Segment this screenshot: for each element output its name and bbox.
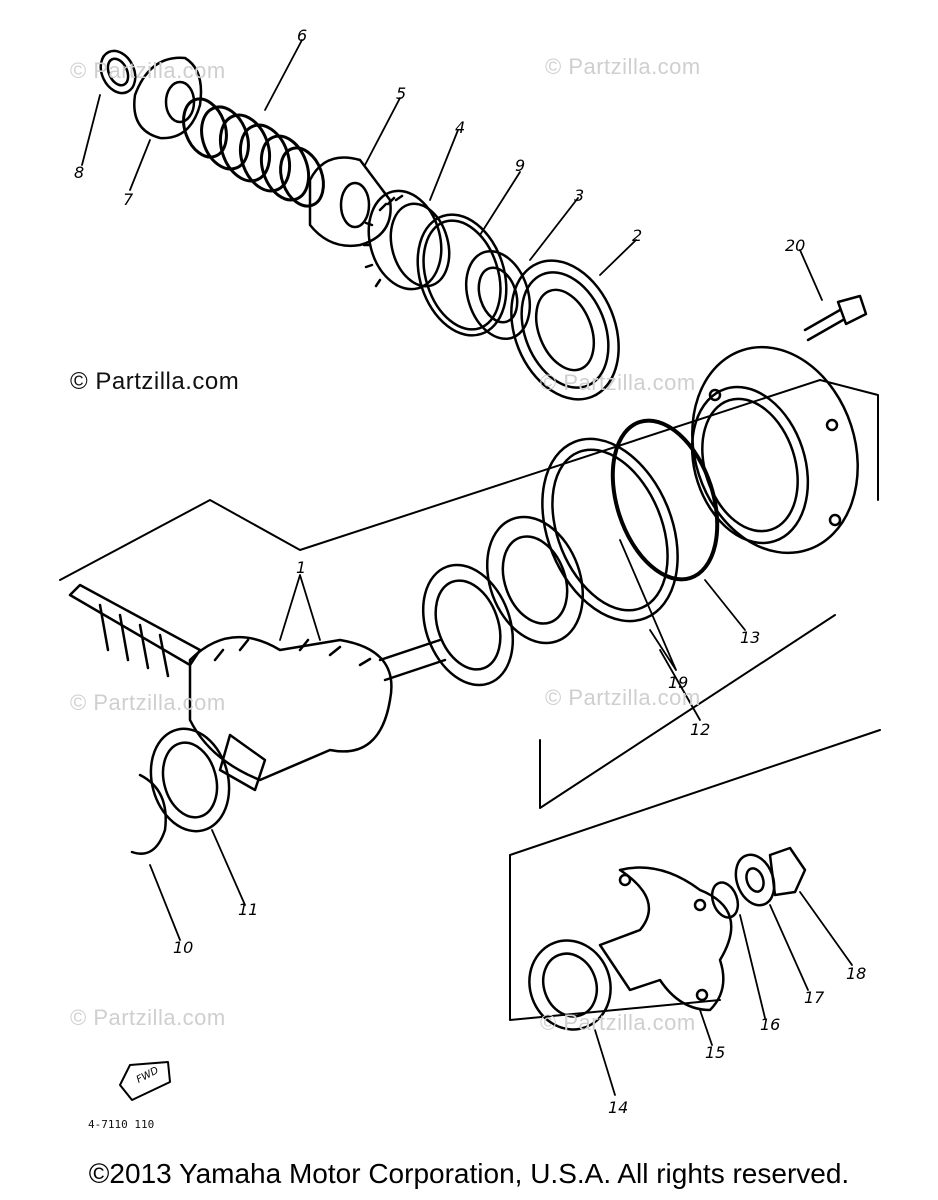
watermark: © Partzilla.com xyxy=(70,1005,226,1030)
bearing-part-11 xyxy=(149,727,231,833)
flange-assembly xyxy=(528,846,807,1031)
callout-4: 4 xyxy=(455,118,466,137)
nut-part-3 xyxy=(465,249,531,341)
callout-13: 13 xyxy=(740,628,761,647)
callout-7: 7 xyxy=(123,190,134,209)
callout-10: 10 xyxy=(173,938,194,957)
watermark: © Partzilla.com xyxy=(70,58,226,83)
callout-12: 12 xyxy=(690,720,711,739)
watermark: © Partzilla.com xyxy=(545,54,701,79)
callout-14: 14 xyxy=(608,1098,629,1117)
collar-part-7 xyxy=(133,56,203,140)
callout-20: 20 xyxy=(785,236,806,255)
callout-15: 15 xyxy=(705,1043,726,1062)
clip-part-10 xyxy=(130,773,167,855)
watermark: © Partzilla.com xyxy=(540,370,696,395)
callout-19: 19 xyxy=(668,673,689,692)
callout-2: 2 xyxy=(632,226,643,245)
race-ring-part xyxy=(421,563,515,687)
callout-17: 17 xyxy=(804,988,825,1007)
watermark: © Partzilla.com xyxy=(70,690,226,715)
callout-1: 1 xyxy=(296,558,307,577)
shim-part-19 xyxy=(541,437,679,623)
watermark: © Partzilla.com xyxy=(540,1010,696,1035)
main-watermark: © Partzilla.com xyxy=(70,368,240,395)
group-brackets xyxy=(59,379,881,1021)
reference-code: 4-7110 110 xyxy=(88,1118,155,1131)
callout-8: 8 xyxy=(74,163,85,182)
callout-18: 18 xyxy=(846,964,867,983)
callout-5: 5 xyxy=(396,84,407,103)
shim-part-9 xyxy=(416,213,508,337)
oring-part-13 xyxy=(610,418,720,582)
watermark: © Partzilla.com xyxy=(545,685,701,710)
leader-lines xyxy=(81,39,853,1096)
housing-part xyxy=(690,345,859,555)
callout-3: 3 xyxy=(574,186,585,205)
gear-part-4 xyxy=(362,189,451,291)
callout-6: 6 xyxy=(297,26,308,45)
cam-part-5 xyxy=(308,156,392,248)
fwd-arrow-icon xyxy=(119,1061,171,1101)
bearing-part-2 xyxy=(510,259,620,401)
callout-9: 9 xyxy=(515,156,526,175)
copyright-notice: ©2013 Yamaha Motor Corporation, U.S.A. A… xyxy=(88,1158,850,1189)
bolt-part-20 xyxy=(803,294,868,342)
circlip-part-8 xyxy=(99,49,137,95)
callout-16: 16 xyxy=(760,1015,781,1034)
pinion-shaft-part-1 xyxy=(68,583,447,792)
callout-11: 11 xyxy=(238,900,259,919)
bearing-part-12 xyxy=(485,515,585,645)
spring-part-6 xyxy=(182,97,325,208)
